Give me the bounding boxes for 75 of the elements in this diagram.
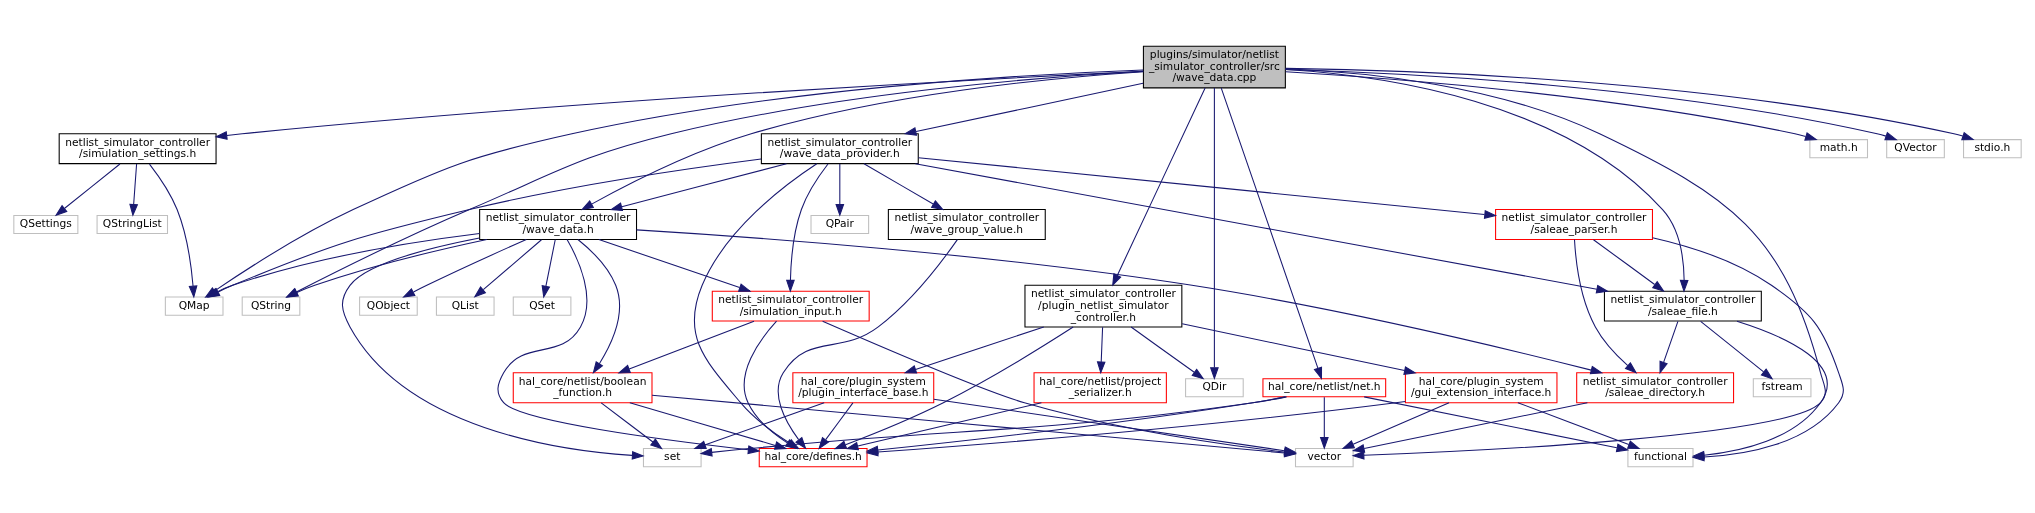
arrow [600,402,663,450]
arrow [1209,87,1219,381]
node-box: QStringList [96,214,169,235]
arrow [1517,402,1641,450]
arrow [341,237,645,460]
node-box: hal_core/plugin_system /gui_extension_interface.h [1404,372,1558,404]
arrow [1363,396,1630,453]
arrow [845,402,1042,451]
arrow [1659,320,1679,375]
arrow [835,163,845,217]
arrow [1220,87,1323,380]
arrow [1592,239,1665,292]
arrow [617,320,755,374]
arrow [863,163,945,211]
node-box: QVector [1886,139,1945,159]
arrow [914,163,1610,294]
arrow [148,163,198,299]
arrow [1351,402,1588,453]
node-box: fstream [1752,378,1812,398]
node-box: netlist_simulator_controller /wave_data.h [479,209,638,240]
node-box: hal_core/netlist/boolean _function.h [512,372,653,404]
arrow [1573,239,1638,374]
node-box: QSettings [13,214,79,235]
node-box: netlist_simulator_controller /simulation_input.h [711,290,870,322]
node-box: netlist_simulator_controller /saleae_directory.h [1576,372,1735,404]
node-box: netlist_simulator_controller /wave_data_provider.h [760,133,919,165]
arrow [1112,87,1206,287]
arrow [785,163,829,293]
node-box: vector [1294,448,1354,468]
node-box: hal_core/netlist/project _serializer.h [1033,372,1167,404]
node-box: QObject [359,296,418,316]
node-box: netlist_simulator_controller /wave_group_value.h [887,209,1046,240]
arrow [598,238,752,292]
arrow [214,70,1144,140]
arrow [917,157,1498,219]
arrow [129,163,139,217]
node-box: functional [1627,448,1694,468]
arrow [1319,396,1329,450]
arrow [833,326,1074,450]
node-box: netlist_simulator_controller /saleae_file.h [1603,290,1762,322]
arrow [636,229,1604,375]
node-box: netlist_simulator_controller /simulation_settings.h [58,133,217,165]
node-box: QMap [164,296,224,316]
arrow [473,239,543,298]
arrow [903,326,1045,374]
arrow [1341,402,1450,450]
node-box: hal_core/defines.h [758,448,868,468]
arrow [609,163,788,212]
arrow [1285,71,1818,141]
node-box: math.h [1809,139,1869,159]
arrow [497,239,761,455]
arrow [54,163,121,217]
node-box: hal_core/plugin_system /plugin_interface_base.h [792,372,935,404]
node-box: stdio.h [1963,139,2022,159]
arrow [285,238,488,298]
node-box: QString [241,296,301,316]
node-box: netlist_simulator_controller /saleae_parser.h [1495,209,1653,240]
node-box: set [642,448,702,468]
arrow [1130,326,1205,380]
node-box: QDir [1185,378,1244,398]
arrow [541,239,556,299]
arrow [577,238,620,375]
node-box: QSet [512,296,572,316]
arrow [1284,68,1689,293]
arrow [1181,323,1417,375]
arrow [903,82,1144,136]
arrow [1700,320,1774,380]
node-box: plugins/simulator/netlist _simulator_controller/src /wave_data.cpp [1142,45,1286,89]
arrow [402,238,527,298]
arrow [1096,326,1106,375]
node-box: QPair [810,214,870,235]
node-box: QList [435,296,495,316]
arrow [580,71,1144,211]
node-box: netlist_simulator_controller /plugin_netlist_simulator _controller.h [1024,284,1183,328]
node-box: hal_core/netlist/net.h [1262,378,1387,398]
